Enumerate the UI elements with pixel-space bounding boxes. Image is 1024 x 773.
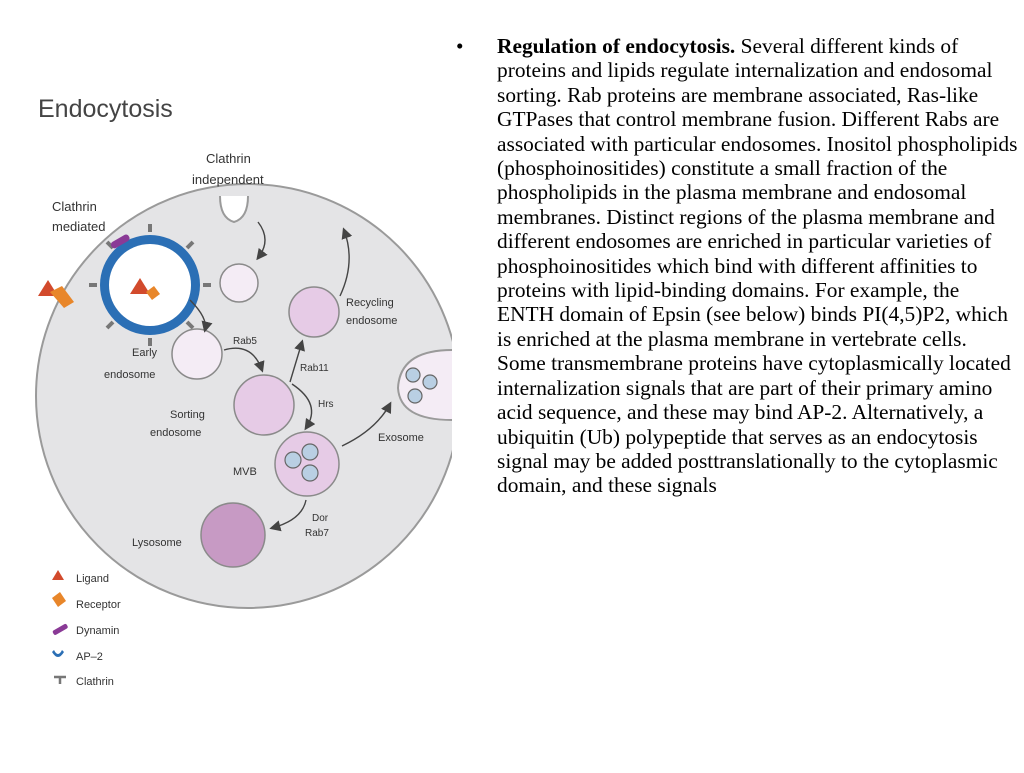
clathrin-independent-pit <box>219 195 249 224</box>
legend-label-ap2: AP–2 <box>76 651 103 663</box>
label-sorting-endosome-1: Sorting <box>170 409 205 421</box>
receptor-in-pit <box>146 286 160 300</box>
arrow-independent-to-vesicle <box>256 221 268 261</box>
mvb <box>274 431 340 497</box>
dynamin-icon <box>52 624 68 635</box>
legend-label-dynamin: Dynamin <box>76 625 119 637</box>
bullet-marker: • <box>456 34 464 58</box>
label-clathrin-mediated-2: mediated <box>52 219 105 234</box>
arrow-sorting-to-recycling <box>289 339 305 383</box>
ligand-in-pit <box>130 278 150 294</box>
label-mvb: MVB <box>233 466 257 478</box>
mvb-vesicle-3 <box>301 464 319 482</box>
text-panel: • Regulation of endocytosis. Several diff… <box>456 34 1018 498</box>
label-recycling-endosome-1: Recycling <box>346 297 394 309</box>
label-early-endosome-1: Early <box>132 347 158 359</box>
label-dor: Dor <box>312 513 329 524</box>
endocytosis-figure: Endocytosis Clathrin independent Clathri… <box>0 0 472 768</box>
legend-label-ligand: Ligand <box>76 573 109 585</box>
arrow-pit-to-early <box>189 299 213 333</box>
label-clathrin-independent-2: independent <box>192 172 264 187</box>
legend-label-clathrin: Clathrin <box>76 676 114 688</box>
triangle-icon <box>52 570 64 580</box>
figure-title: Endocytosis <box>38 95 173 123</box>
label-rab11: Rab11 <box>300 363 329 374</box>
receptor-icon <box>52 592 66 607</box>
clathrin-coated-pit <box>89 224 211 346</box>
recycling-endosome <box>288 286 340 338</box>
label-sorting-endosome-2: endosome <box>150 427 201 439</box>
lysosome <box>200 502 266 568</box>
legend-label-receptor: Receptor <box>76 599 121 611</box>
label-early-endosome-2: endosome <box>104 369 155 381</box>
label-lysosome: Lysosome <box>132 537 182 549</box>
arrow-early-to-sorting <box>223 347 265 373</box>
dynamin-marker <box>110 234 130 249</box>
label-rab5: Rab5 <box>233 336 257 347</box>
cell-clip-mask <box>452 150 472 650</box>
endocytosis-diagram: Endocytosis Clathrin independent Clathri… <box>35 95 472 688</box>
exosome-vesicle-1 <box>405 367 421 383</box>
label-recycling-endosome-2: endosome <box>346 315 397 327</box>
exosome-vesicle-3 <box>407 388 423 404</box>
bullet-lead-heading: Regulation of endocytosis. <box>497 34 736 58</box>
label-clathrin-mediated-1: Clathrin <box>52 199 97 214</box>
early-endosome <box>171 328 223 380</box>
arrow-mvb-to-exosome <box>341 401 392 447</box>
label-clathrin-independent-1: Clathrin <box>206 151 251 166</box>
external-receptor <box>50 286 74 308</box>
mvb-vesicle-2 <box>301 443 319 461</box>
label-rab7: Rab7 <box>305 528 329 539</box>
mvb-vesicle-1 <box>284 451 302 469</box>
bullet-body-text: Several different kinds of proteins and … <box>497 34 1018 498</box>
vesicle-independent <box>219 263 259 303</box>
clathrin-icon <box>54 675 66 684</box>
bullet-item: • Regulation of endocytosis. Several diff… <box>456 34 1018 498</box>
exosome-vesicle-2 <box>422 374 438 390</box>
bullet-list: • Regulation of endocytosis. Several diff… <box>456 34 1018 498</box>
arrow-recycling-out <box>339 227 353 297</box>
label-hrs: Hrs <box>318 399 334 410</box>
legend: Ligand Receptor Dynamin AP–2 Clathrin <box>52 570 121 688</box>
sorting-endosome <box>233 374 295 436</box>
ap2-icon <box>52 650 64 657</box>
label-exosome: Exosome <box>378 432 424 444</box>
arrow-mvb-to-lysosome <box>269 499 307 532</box>
arrow-sorting-to-mvb <box>291 383 316 431</box>
